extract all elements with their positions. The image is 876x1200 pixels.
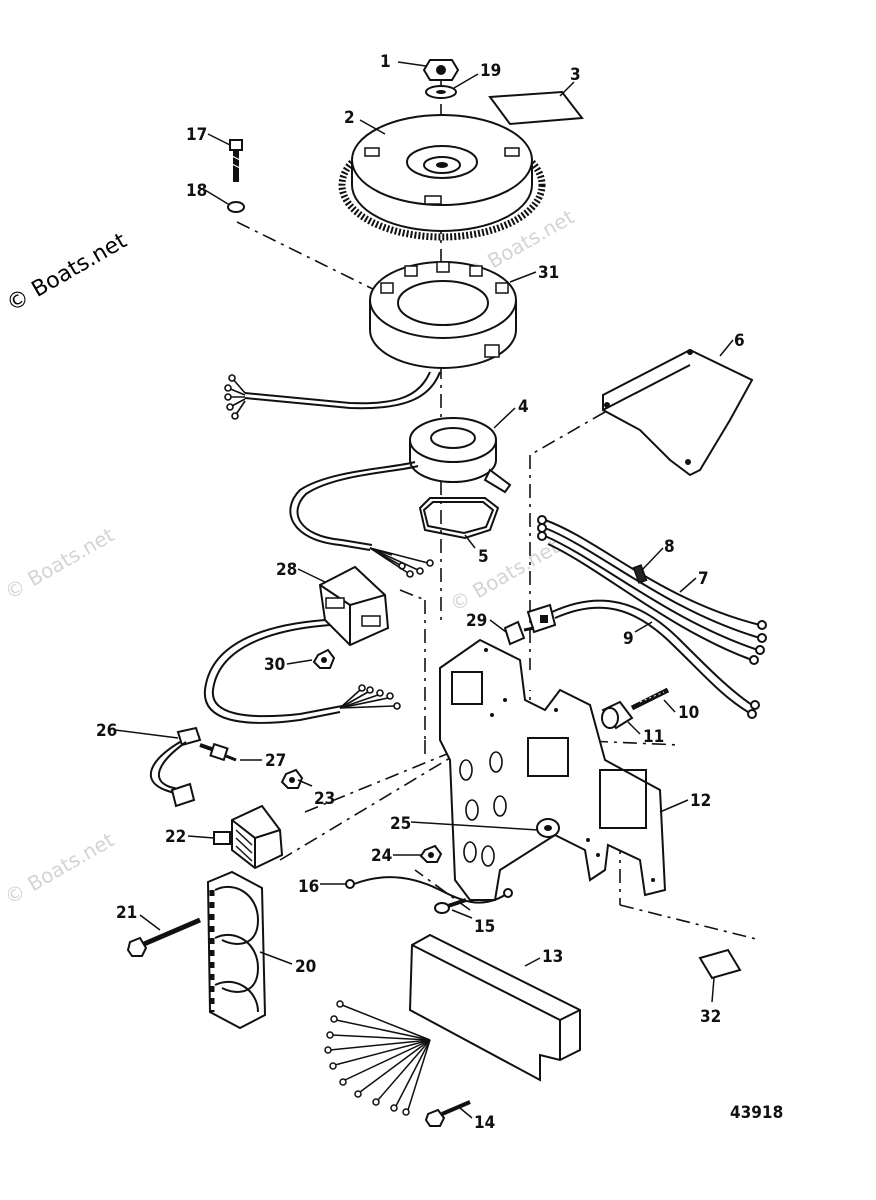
screw-part (126, 917, 201, 957)
screw-part (424, 1100, 471, 1127)
callout-8: 8 (664, 537, 675, 557)
watermark-faint: © Boats.net (1, 522, 119, 604)
nut-part (419, 844, 443, 863)
nut-part (280, 768, 304, 789)
callout-20: 20 (295, 957, 316, 977)
spark-plug-part (199, 742, 237, 762)
callout-labels: 1 2 3 4 5 6 7 8 9 10 11 12 13 14 15 16 1… (96, 52, 745, 1133)
cable-part (526, 599, 760, 719)
callout-13: 13 (542, 947, 563, 967)
leader-lines (114, 61, 734, 1119)
callout-5: 5 (478, 547, 489, 567)
callout-18: 18 (186, 181, 207, 201)
callout-27: 27 (265, 751, 286, 771)
nut-part (422, 59, 460, 81)
stator-part (224, 261, 517, 420)
callout-24: 24 (371, 846, 392, 866)
callout-21: 21 (116, 903, 137, 923)
washer-part (425, 85, 457, 99)
callout-11: 11 (643, 727, 664, 747)
callout-2: 2 (344, 108, 355, 128)
trigger-coil-part (289, 417, 512, 578)
watermark-faint: © Boats.net (446, 534, 564, 616)
screw-part (630, 687, 670, 711)
callout-1: 1 (380, 52, 391, 72)
callout-30: 30 (264, 655, 285, 675)
spark-plug-boot-part (149, 726, 202, 808)
callout-14: 14 (474, 1113, 495, 1133)
callout-32: 32 (700, 1007, 721, 1027)
callout-22: 22 (165, 827, 186, 847)
callout-26: 26 (96, 721, 117, 741)
callout-3: 3 (570, 65, 581, 85)
flywheel-part (338, 114, 546, 241)
bolt-part (229, 139, 243, 182)
callout-6: 6 (734, 331, 745, 351)
callout-28: 28 (276, 560, 297, 580)
mounting-plate-part (439, 638, 667, 901)
callout-7: 7 (698, 569, 709, 589)
retaining-ring-part (418, 497, 500, 540)
callout-10: 10 (678, 703, 699, 723)
screw-part (434, 898, 467, 914)
figure-number: 43918 (730, 1103, 783, 1123)
wiring-harness-part (537, 515, 767, 665)
callout-17: 17 (186, 125, 207, 145)
ignition-coil-part (213, 804, 284, 870)
callout-16: 16 (298, 877, 319, 897)
callout-29: 29 (466, 611, 487, 631)
watermark-main: © Boats.net (3, 228, 132, 317)
callout-31: 31 (538, 263, 559, 283)
callout-12: 12 (690, 791, 711, 811)
nut-part (312, 648, 336, 669)
coil-bracket-part (206, 870, 267, 1030)
callout-4: 4 (518, 397, 529, 417)
rectifier-part (203, 565, 401, 724)
spacer-part (601, 700, 634, 730)
callout-25: 25 (390, 814, 411, 834)
washer-part (227, 201, 245, 213)
callout-9: 9 (623, 629, 634, 649)
ground-strap-part (345, 876, 513, 904)
label-part (698, 948, 742, 980)
switch-box-part (324, 933, 581, 1116)
callout-19: 19 (480, 61, 501, 81)
grommet-part (536, 818, 560, 838)
connector-part (503, 620, 535, 646)
decal-part (488, 90, 584, 126)
callout-15: 15 (474, 917, 495, 937)
callout-23: 23 (314, 789, 335, 809)
bracket-part (602, 348, 754, 477)
watermark-faint: © Boats.net (1, 827, 119, 909)
